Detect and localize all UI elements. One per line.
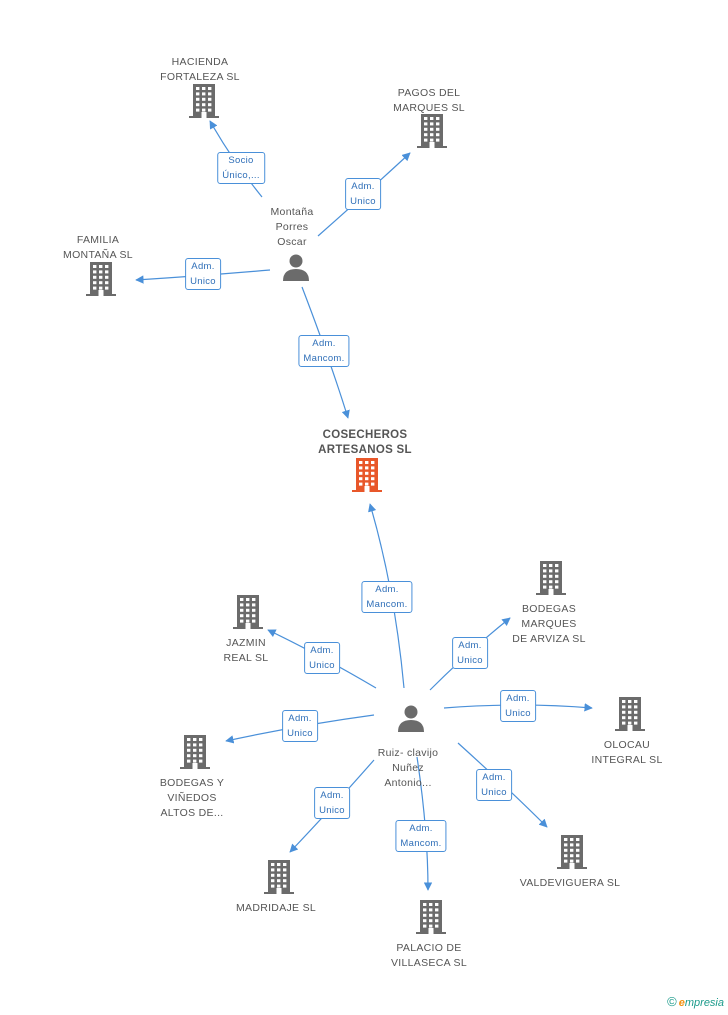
center-company-building-icon[interactable] (352, 458, 382, 497)
edge-label-line: Unico (190, 276, 216, 287)
edge-label-e3[interactable]: Adm. Unico (185, 258, 221, 290)
company-building-icon-c10[interactable] (416, 900, 446, 939)
edge-label-e7[interactable]: Adm. Unico (452, 637, 488, 669)
company-label-c3-line: MONTAÑA SL (63, 249, 133, 261)
company-label-c6-line: OLOCAU (603, 739, 651, 751)
company-building-icon-c9[interactable] (264, 860, 294, 899)
company-label-c10-line: PALACIO DE (396, 942, 462, 954)
edge-label-line: Adm. (409, 823, 433, 834)
company-building-icon-c4[interactable] (233, 595, 263, 634)
company-building-icon-c5[interactable] (536, 561, 566, 600)
company-label-c8[interactable]: VALDEVIGUERA SL (520, 876, 621, 891)
company-label-c3[interactable]: FAMILIA MONTAÑA SL (63, 233, 133, 263)
copyright-symbol: © (667, 994, 677, 1009)
person-label-p2-line: Antonio... (384, 777, 432, 789)
company-building-icon-c2[interactable] (417, 114, 447, 153)
edge-label-line: Adm. (312, 338, 336, 349)
company-building-icon-c6[interactable] (615, 697, 645, 736)
edge-label-e9[interactable]: Adm. Unico (282, 710, 318, 742)
company-label-c7[interactable]: BODEGAS Y VIÑEDOS ALTOS DE... (160, 776, 224, 821)
person-label-p1-line: Montaña (270, 206, 314, 218)
person-label-p2-line: Nuñez (392, 762, 424, 774)
company-label-c2-line: MARQUES SL (393, 102, 465, 114)
company-label-c4-line: REAL SL (223, 652, 269, 664)
edge-label-line: Unico (481, 787, 507, 798)
edge-label-line: Adm. (506, 693, 530, 704)
company-building-icon-c7[interactable] (180, 735, 210, 774)
edge-label-line: Adm. (310, 645, 334, 656)
person-label-p1-line: Porres (275, 221, 309, 233)
brand-initial: e (678, 997, 685, 1009)
company-label-c5-line: DE ARVIZA SL (512, 633, 586, 645)
company-label-c6[interactable]: OLOCAU INTEGRAL SL (591, 738, 662, 768)
company-label-c2[interactable]: PAGOS DEL MARQUES SL (393, 86, 465, 116)
center-company-label-line: COSECHEROS (322, 429, 408, 441)
company-building-icon-c8[interactable] (557, 835, 587, 874)
company-label-c9-line: MADRIDAJE SL (235, 902, 317, 914)
edge-label-line: Adm. (351, 181, 375, 192)
edge-label-e5[interactable]: Adm. Mancom. (361, 581, 413, 613)
edge-label-line: Unico (505, 708, 531, 719)
edge-label-e8[interactable]: Adm. Unico (500, 690, 536, 722)
company-building-icon-c3[interactable] (86, 262, 116, 301)
person-icon-p2[interactable] (397, 704, 425, 737)
brand-logo: ©empresia (667, 994, 724, 1009)
edge-label-e6[interactable]: Adm. Unico (304, 642, 340, 674)
edge-label-line: Unico (287, 728, 313, 739)
brand-name: mpresia (684, 997, 724, 1009)
edge-label-line: Unico (457, 655, 483, 666)
edge-label-line: Adm. (320, 790, 344, 801)
company-label-c7-line: BODEGAS Y (159, 777, 225, 789)
company-label-c4-line: JAZMIN (226, 637, 266, 649)
person-icon-p1[interactable] (282, 253, 310, 286)
company-label-c1-line: FORTALEZA SL (160, 71, 240, 83)
edge-label-e10[interactable]: Adm. Unico (476, 769, 512, 801)
edge-label-line: Mancom. (400, 838, 442, 849)
company-building-icon-c1[interactable] (189, 84, 219, 123)
edge-label-line: Adm. (191, 261, 215, 272)
person-label-p2-line: Ruiz- clavijo (377, 747, 439, 759)
center-company-label-line: ARTESANOS SL (318, 444, 412, 456)
company-label-c5-line: BODEGAS (521, 603, 577, 615)
company-label-c2-line: PAGOS DEL (397, 87, 461, 99)
company-label-c8-line: VALDEVIGUERA SL (519, 877, 621, 889)
edge-label-line: Adm. (482, 772, 506, 783)
edge-label-e2[interactable]: Adm. Unico (345, 178, 381, 210)
edge-label-line: Adm. (375, 584, 399, 595)
edge-label-e11[interactable]: Adm. Unico (314, 787, 350, 819)
company-label-c9[interactable]: MADRIDAJE SL (236, 901, 316, 916)
edge-label-line: Adm. (288, 713, 312, 724)
edge-label-line: Mancom. (303, 353, 345, 364)
edge-label-line: Adm. (458, 640, 482, 651)
company-label-c6-line: INTEGRAL SL (591, 754, 663, 766)
company-label-c3-line: FAMILIA (76, 234, 120, 246)
company-label-c7-line: VIÑEDOS (167, 792, 217, 804)
edge-label-e12[interactable]: Adm. Mancom. (395, 820, 447, 852)
company-label-c10-line: VILLASECA SL (391, 957, 467, 969)
edge-label-line: Mancom. (366, 599, 408, 610)
company-label-c4[interactable]: JAZMIN REAL SL (224, 636, 269, 666)
edge-label-line: Socio (228, 155, 254, 166)
company-label-c7-line: ALTOS DE... (160, 807, 224, 819)
edge-label-line: Unico (309, 660, 335, 671)
edge-label-line: Unico (350, 196, 376, 207)
company-label-c5[interactable]: BODEGAS MARQUES DE ARVIZA SL (512, 602, 585, 647)
company-label-c5-line: MARQUES (521, 618, 577, 630)
company-label-c1[interactable]: HACIENDA FORTALEZA SL (160, 55, 240, 85)
edge-label-line: Unico (319, 805, 345, 816)
person-label-p1-line: Oscar (277, 236, 307, 248)
edge-label-line: Único,... (222, 170, 260, 181)
company-label-c1-line: HACIENDA (171, 56, 229, 68)
company-label-c10[interactable]: PALACIO DE VILLASECA SL (391, 941, 467, 971)
edge-label-e4[interactable]: Adm. Mancom. (298, 335, 350, 367)
center-company-label[interactable]: COSECHEROS ARTESANOS SL (318, 428, 412, 458)
